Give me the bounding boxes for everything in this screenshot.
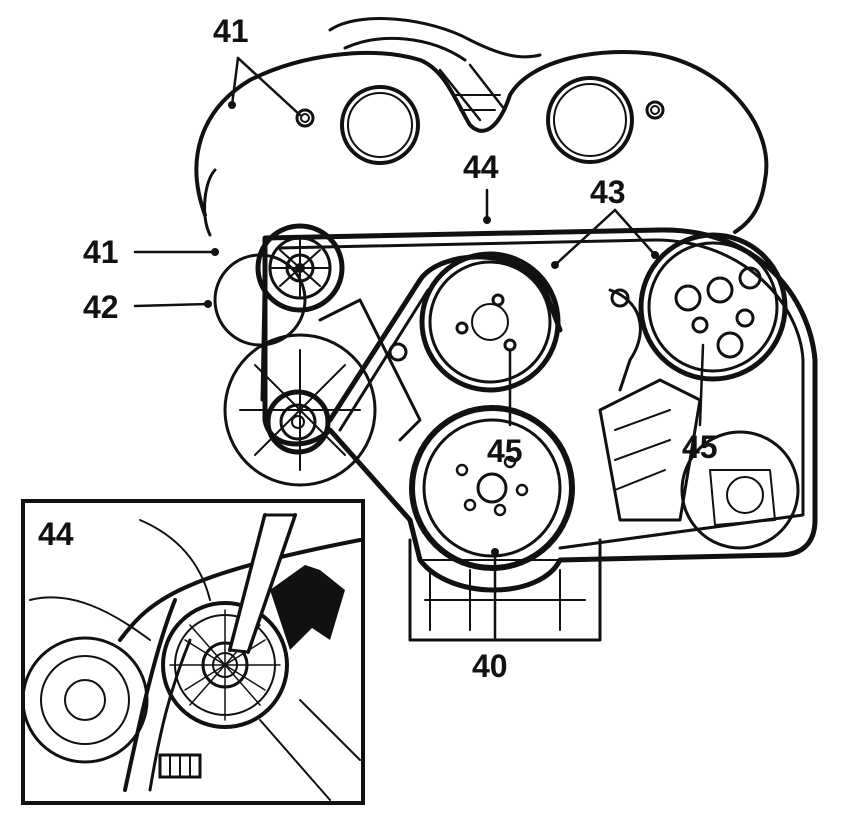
callout-44-inset: 44 <box>38 516 74 552</box>
cover-bolt-1 <box>295 108 315 128</box>
engine-outline <box>194 17 800 642</box>
callout-41-left: 41 <box>83 234 119 270</box>
callout-43: 43 <box>590 174 626 210</box>
direction-arrow <box>270 565 345 650</box>
inset-detail: 44 <box>21 499 365 805</box>
callout-45-right: 45 <box>682 429 718 465</box>
callout-41-top: 41 <box>213 13 249 49</box>
idler-pulley <box>255 223 345 313</box>
ac-compressor <box>680 430 800 550</box>
tensioner-pulley <box>265 389 331 455</box>
cam-port-left <box>340 85 420 165</box>
timing-cover <box>194 49 769 234</box>
alternator-body <box>223 333 377 487</box>
leader-lines <box>133 56 705 640</box>
cam-port-right <box>546 76 634 164</box>
crankshaft-pulley <box>409 405 575 571</box>
callout-40: 40 <box>472 648 508 684</box>
callout-45-center: 45 <box>487 433 523 469</box>
cover-bolt-2 <box>645 100 665 120</box>
callout-labels: 41 41 42 44 43 45 45 40 <box>83 13 718 684</box>
water-pump-pulley <box>419 251 561 393</box>
callout-42: 42 <box>83 289 119 325</box>
power-steering-pulley <box>638 232 788 382</box>
callout-44-main: 44 <box>463 149 499 185</box>
